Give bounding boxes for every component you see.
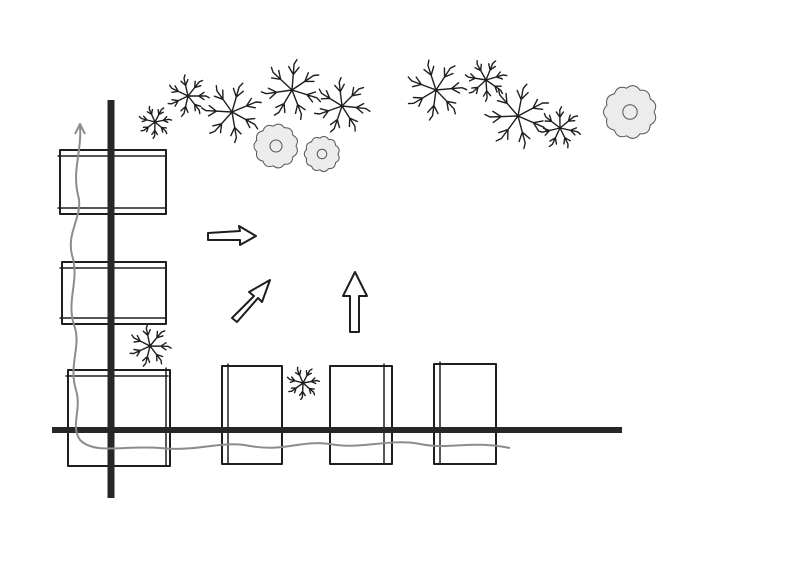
tree-branch-icon [286, 366, 321, 401]
tree-branch-icon [167, 74, 210, 117]
tree-branch-icon [407, 59, 468, 121]
path-arrowhead-icon [74, 123, 86, 135]
tree-canopy-icon [253, 123, 298, 169]
block-corner [65, 367, 171, 467]
tree-row [129, 59, 657, 401]
arrow-up-icon [342, 271, 368, 333]
tree-branch-icon [200, 82, 262, 144]
arrow-diagonal-icon [231, 279, 271, 323]
tree-branch-icon [129, 324, 172, 367]
block-row-2 [329, 363, 393, 465]
arrow-right-icon [207, 225, 257, 246]
tree-canopy-icon [303, 135, 340, 173]
tree-branch-icon [260, 59, 322, 121]
block-row-3 [433, 361, 497, 465]
tree-canopy-icon [603, 85, 657, 139]
tree-branch-icon [138, 105, 173, 140]
block-row-1 [221, 363, 283, 465]
meandering-path [69, 125, 511, 450]
tree-branch-icon [484, 83, 550, 150]
tree-branch-icon [464, 60, 508, 102]
tree-branch-icon [538, 106, 581, 149]
tree-branch-icon [313, 77, 371, 133]
